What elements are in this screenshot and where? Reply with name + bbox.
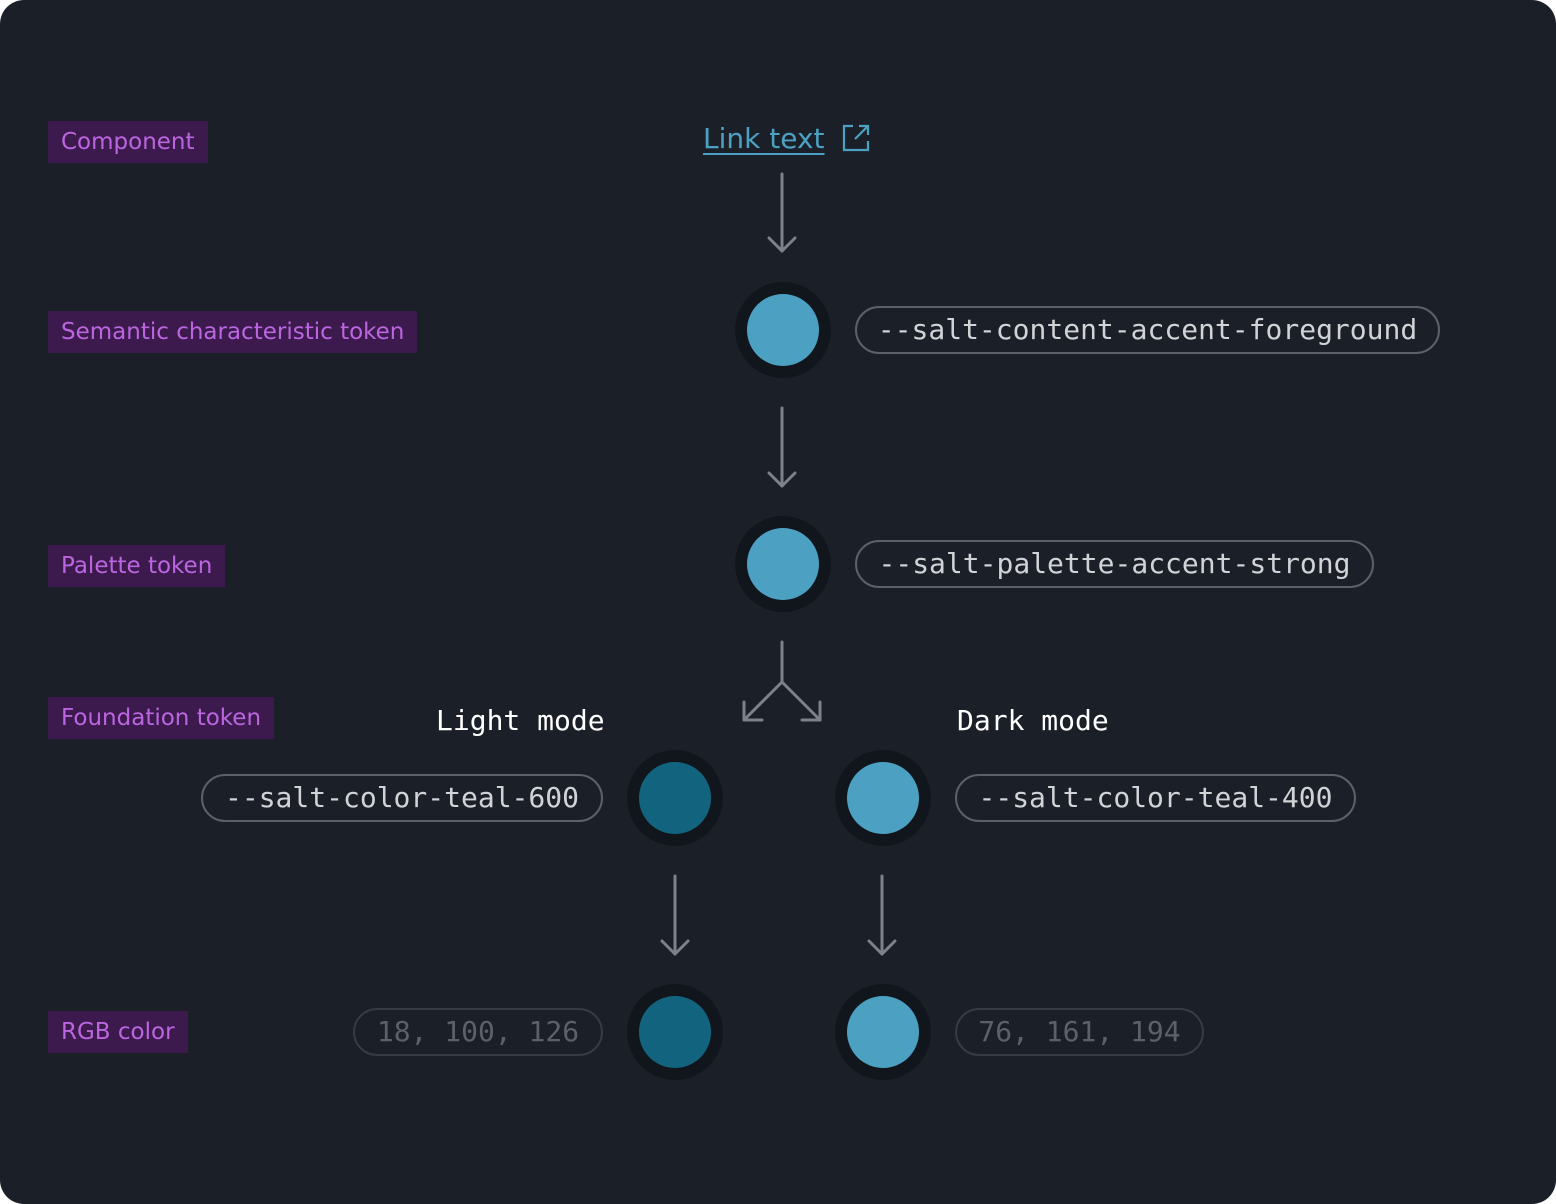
foundation-dark-color-swatch bbox=[835, 750, 931, 846]
foundation-light-color-swatch bbox=[627, 750, 723, 846]
link-text: Link text bbox=[703, 121, 825, 155]
external-link-icon bbox=[841, 123, 871, 153]
palette-color-swatch bbox=[735, 516, 831, 612]
arrow-dark-to-rgb bbox=[867, 874, 897, 956]
rgb-light-value-pill: 18, 100, 126 bbox=[353, 1008, 603, 1056]
arrow-light-to-rgb bbox=[660, 874, 690, 956]
level-tag-foundation: Foundation token bbox=[48, 697, 275, 739]
rgb-dark-color-swatch bbox=[835, 984, 931, 1080]
rgb-dark-value-pill: 76, 161, 194 bbox=[955, 1008, 1204, 1056]
level-tag-component: Component bbox=[48, 121, 208, 163]
semantic-color-swatch bbox=[735, 282, 831, 378]
arrow-component-to-semantic bbox=[767, 172, 797, 253]
palette-token-pill: --salt-palette-accent-strong bbox=[855, 540, 1374, 588]
level-tag-semantic: Semantic characteristic token bbox=[48, 311, 418, 353]
foundation-light-token-pill: --salt-color-teal-600 bbox=[201, 774, 603, 822]
rgb-light-color-swatch bbox=[627, 984, 723, 1080]
foundation-dark-token-pill: --salt-color-teal-400 bbox=[955, 774, 1356, 822]
light-mode-label: Light mode bbox=[436, 704, 605, 737]
dark-mode-label: Dark mode bbox=[957, 704, 1109, 737]
component-link[interactable]: Link text bbox=[703, 118, 871, 158]
semantic-token-pill: --salt-content-accent-foreground bbox=[855, 306, 1440, 354]
level-tag-palette: Palette token bbox=[48, 545, 226, 587]
level-tag-rgb: RGB color bbox=[48, 1011, 188, 1053]
arrow-semantic-to-palette bbox=[767, 406, 797, 488]
arrow-palette-split bbox=[742, 640, 822, 722]
